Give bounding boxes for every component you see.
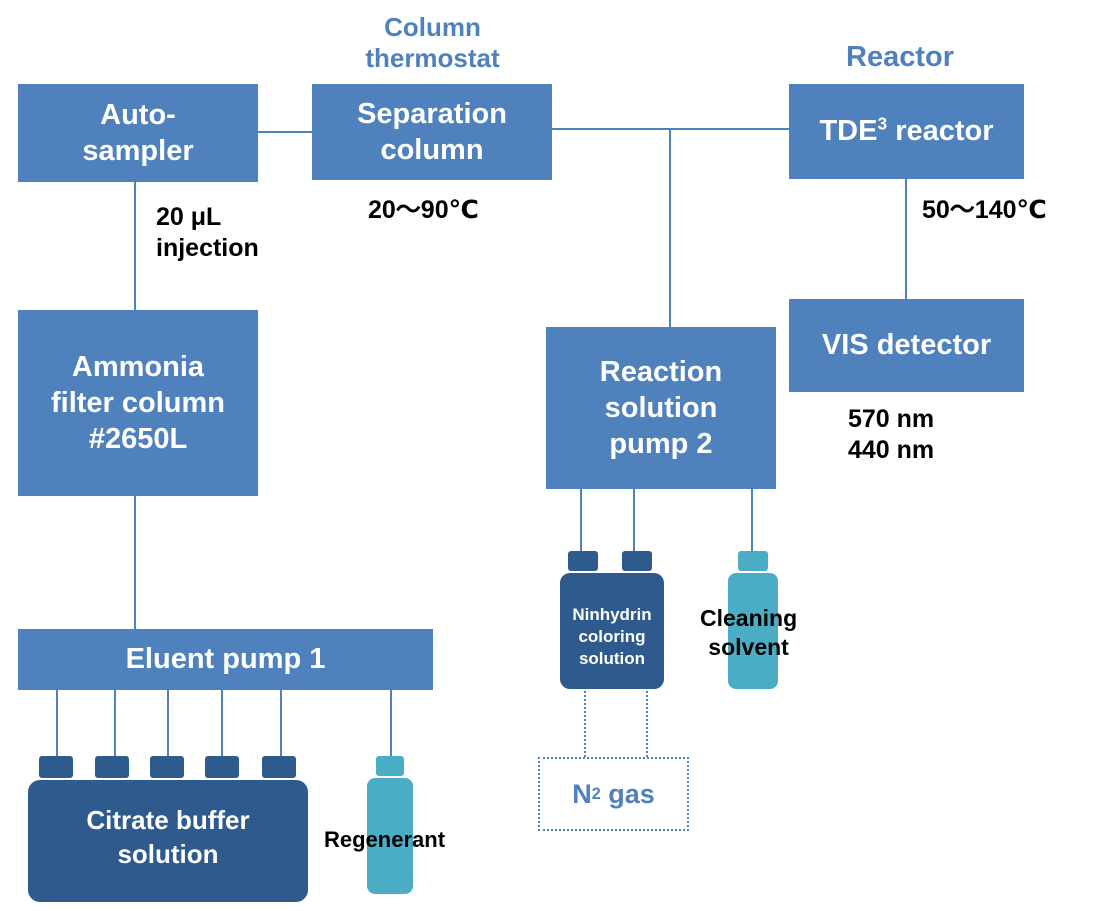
line-eluent-regenerant — [390, 690, 392, 756]
column-temp-note: 20～90℃ — [368, 196, 479, 224]
ninhydrin-label: Ninhydrin coloring solution — [572, 605, 652, 669]
line-autosampler-ammonia — [134, 182, 136, 310]
cleaning-solvent-label: Cleaning solvent — [700, 605, 798, 660]
vis-detector-label: VIS detector — [821, 329, 992, 362]
separation-column-label: Separation column — [357, 97, 507, 166]
header-reactor: Reactor — [846, 41, 954, 73]
line-pump2-bottle-1 — [580, 489, 582, 551]
reaction-pump-box: Reaction solution pump 2 — [546, 327, 776, 489]
regenerant-bottle — [365, 752, 415, 897]
dotted-line-n2-2 — [646, 691, 648, 757]
autosampler-box: Auto- sampler — [18, 84, 258, 182]
citrate-buffer-label: Citrate buffer solution — [86, 805, 250, 869]
line-junction-pump2 — [669, 129, 671, 327]
bottle-cap — [622, 551, 652, 571]
bottle-cap — [262, 756, 296, 778]
line-pump2-cleaning — [751, 489, 753, 551]
tde3-reactor-main: TDE — [819, 115, 878, 148]
reaction-pump-label: Reaction solution pump 2 — [599, 355, 723, 461]
line-eluent-bottle-1 — [56, 690, 58, 756]
citrate-buffer-bottles: Citrate buffer solution — [10, 752, 310, 907]
ammonia-filter-label: Ammonia filter column #2650L — [50, 350, 225, 456]
dotted-line-n2-1 — [584, 691, 586, 757]
tde3-reactor-superscript: 3 — [877, 113, 888, 134]
bottle-cap — [568, 551, 598, 571]
regenerant-bottle-body — [367, 778, 413, 894]
tde3-reactor-label: TDE3 reactor — [819, 113, 993, 149]
autosampler-label: Auto- sampler — [82, 98, 194, 167]
reactor-temp-note: 50～140℃ — [922, 196, 1047, 224]
vis-detector-box: VIS detector — [789, 299, 1024, 392]
n2-gas-suffix: gas — [600, 778, 655, 809]
ammonia-filter-box: Ammonia filter column #2650L — [18, 310, 258, 496]
line-eluent-bottle-4 — [221, 690, 223, 756]
n2-gas-main: N — [572, 778, 592, 809]
wavelength-note: 570 nm 440 nm — [848, 405, 935, 465]
header-column-thermostat: Column thermostat — [365, 12, 500, 74]
line-reactor-detector — [905, 179, 907, 299]
tde3-reactor-suffix: reactor — [887, 115, 994, 148]
line-eluent-bottle-5 — [280, 690, 282, 756]
eluent-pump-box: Eluent pump 1 — [18, 629, 433, 690]
line-pump2-bottle-2 — [633, 489, 635, 551]
eluent-pump-label: Eluent pump 1 — [125, 643, 326, 676]
bottle-cap — [39, 756, 73, 778]
injection-note: 20 μL injection — [156, 203, 259, 263]
line-autosampler-separation — [258, 131, 312, 133]
cleaning-solvent-bottle — [724, 549, 782, 691]
ninhydrin-bottle-body — [560, 573, 664, 689]
bottle-cap — [205, 756, 239, 778]
bottle-cap — [150, 756, 184, 778]
tde3-reactor-box: TDE3 reactor — [789, 84, 1024, 179]
line-ammonia-eluent — [134, 496, 136, 629]
line-eluent-bottle-3 — [167, 690, 169, 756]
citrate-bottle-body — [28, 780, 308, 902]
ninhydrin-bottles: Ninhydrin coloring solution — [558, 549, 666, 691]
bottle-cap — [95, 756, 129, 778]
cleaning-bottle-body — [728, 573, 778, 689]
bottle-cap — [376, 756, 404, 776]
line-separation-reactor — [552, 128, 790, 130]
separation-column-box: Separation column — [312, 84, 552, 180]
line-eluent-bottle-2 — [114, 690, 116, 756]
bottle-cap — [738, 551, 768, 571]
regenerant-label: Regenerant — [324, 827, 446, 852]
